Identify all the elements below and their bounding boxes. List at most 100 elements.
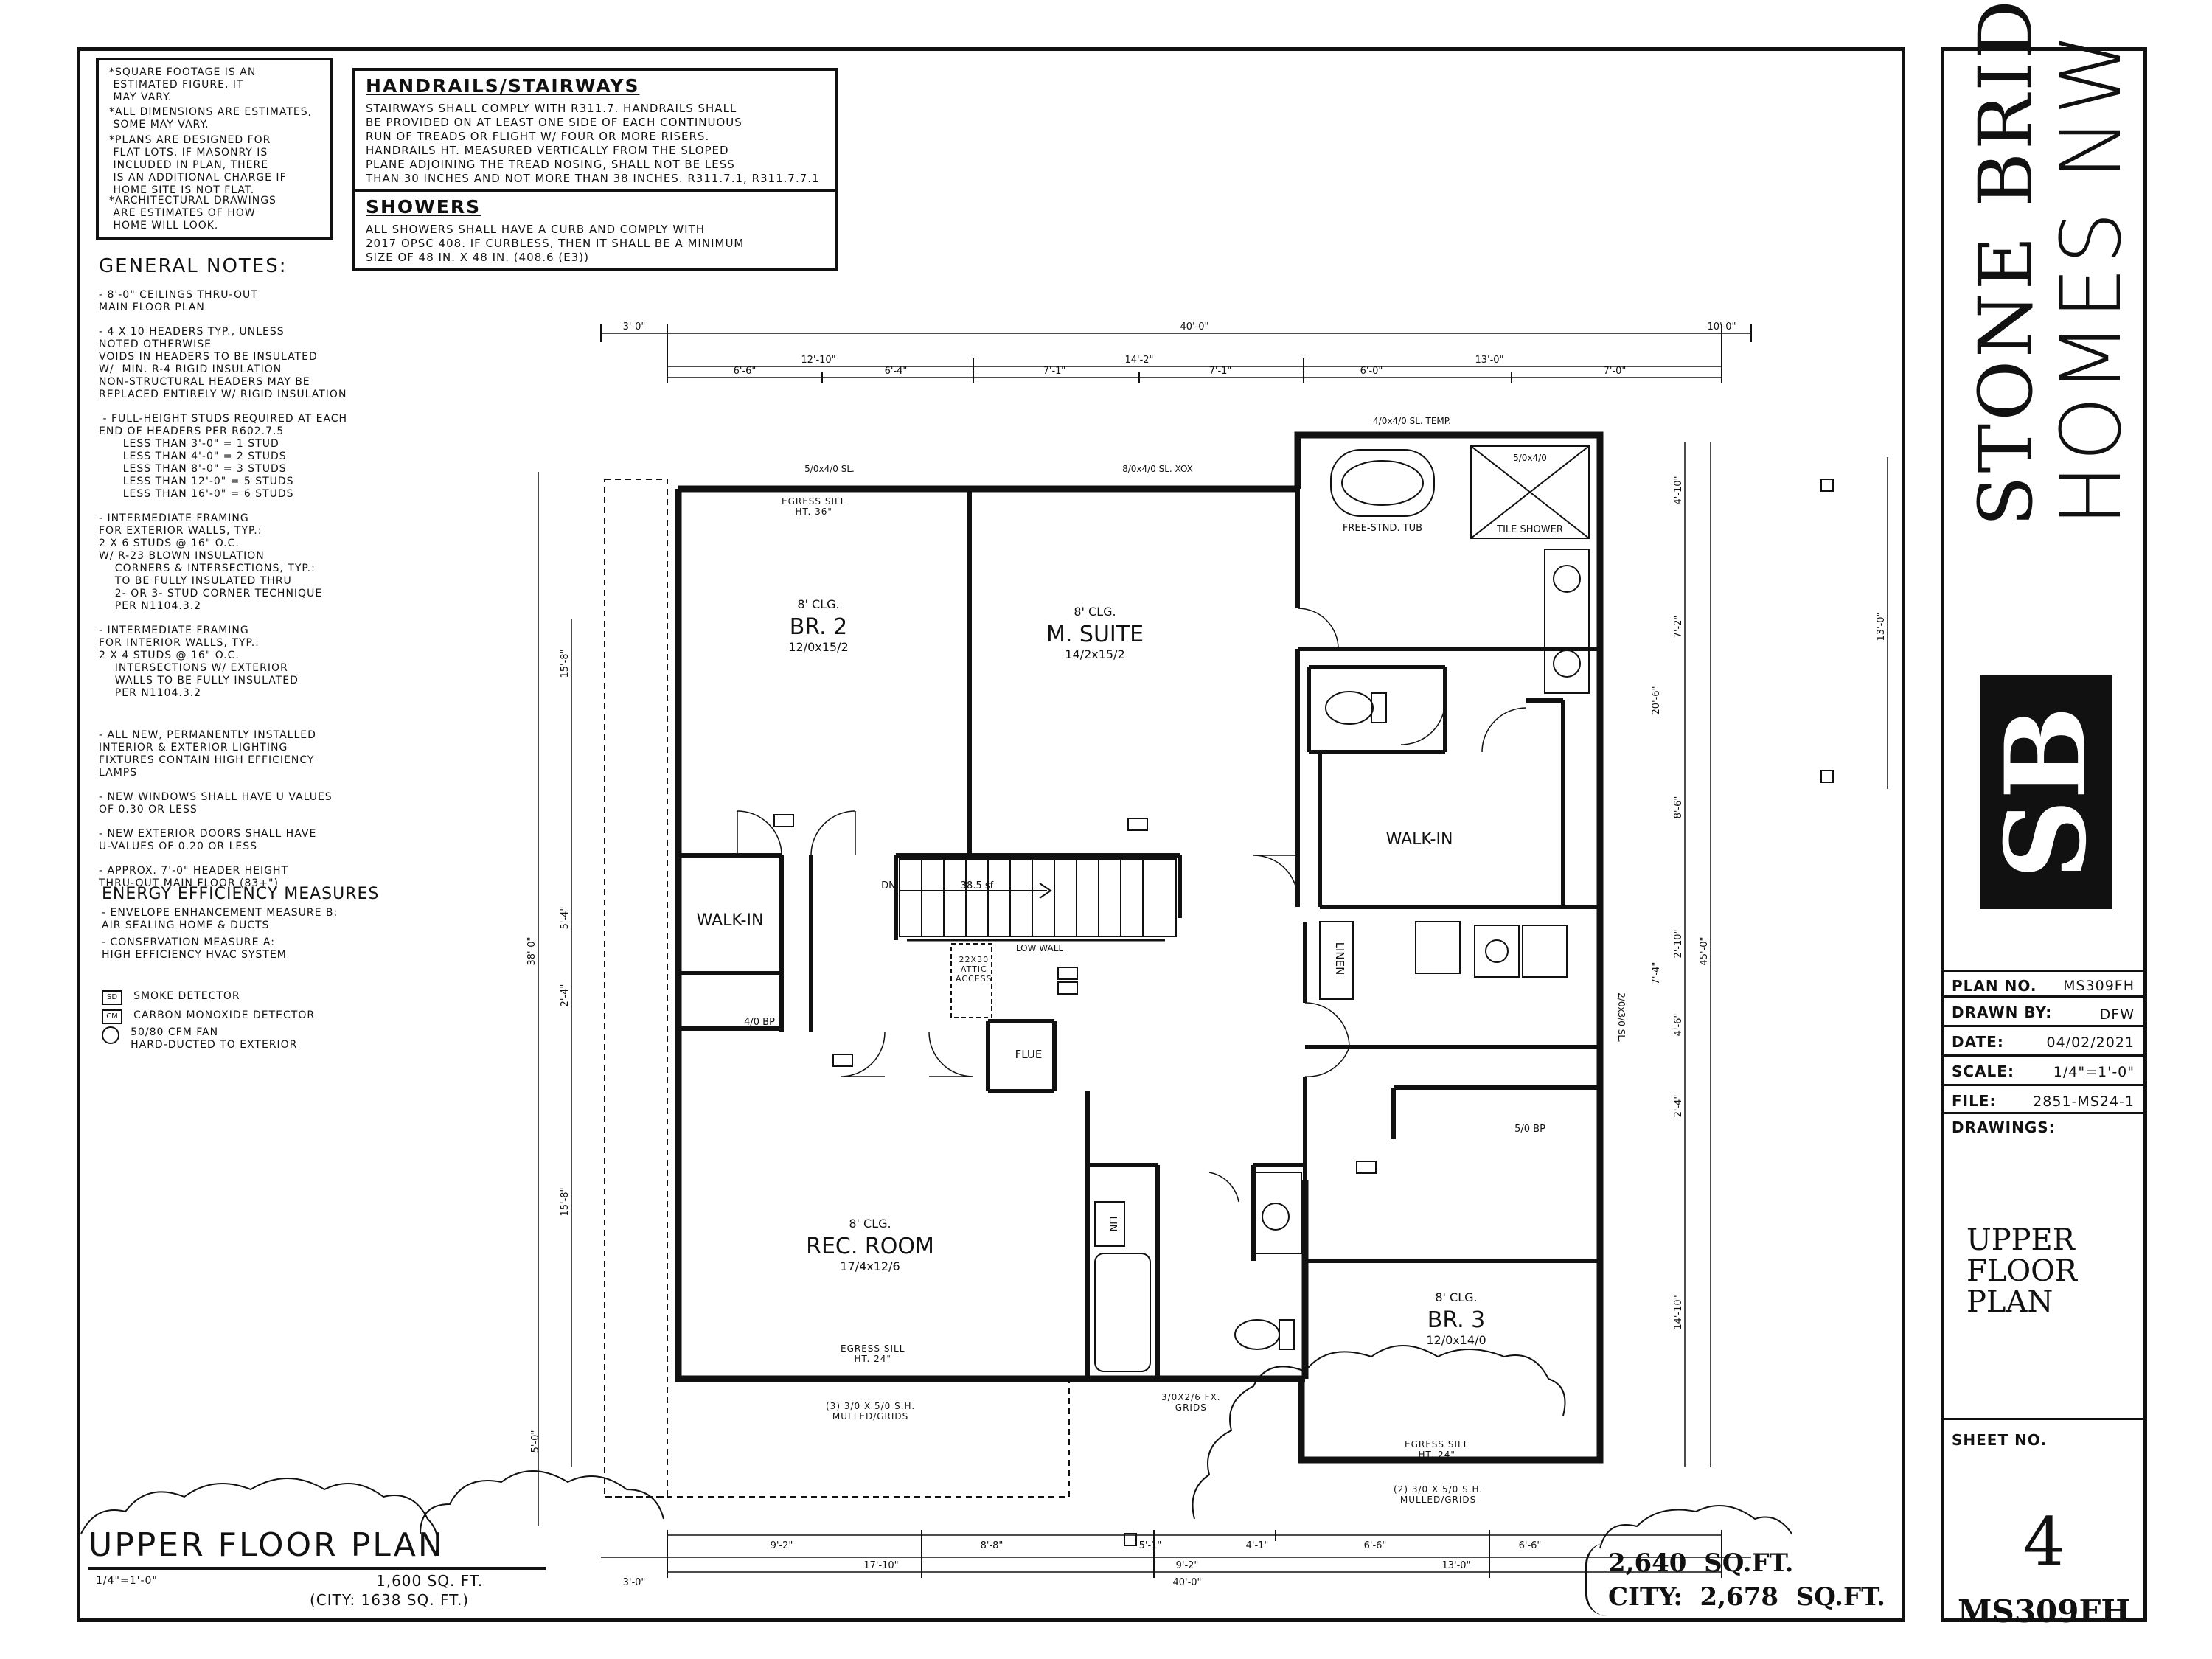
dim-right-part: 2'-10": [1673, 929, 1684, 958]
dim-left-part: 5'-0": [530, 1430, 541, 1453]
dim-top-row2: 12'-10": [801, 355, 835, 366]
washer: [1474, 925, 1520, 978]
linen-label: LINEN: [1333, 942, 1346, 975]
note-sqft: *SQUARE FOOTAGE IS AN ESTIMATED FIGURE, …: [109, 66, 257, 103]
general-note: - APPROX. 7'-0" HEADER HEIGHT THRU-OUT M…: [99, 865, 289, 889]
tb-file-value: 2851-MS24-1: [2033, 1093, 2135, 1110]
co-detector-icon: CM: [102, 1009, 122, 1024]
plan-title-block: UPPER FLOOR PLAN 1/4"=1'-0" 1,600 SQ. FT…: [88, 1526, 546, 1609]
handrails-box: HANDRAILS/STAIRWAYS STAIRWAYS SHALL COMP…: [352, 68, 838, 192]
general-note: - FULL-HEIGHT STUDS REQUIRED AT EACH END…: [99, 413, 348, 500]
lin-closet: [1094, 1201, 1125, 1247]
tb-sheet-number: 4: [2023, 1503, 2065, 1581]
showers-box: SHOWERS ALL SHOWERS SHALL HAVE A CURB AN…: [352, 189, 838, 271]
showers-text: ALL SHOWERS SHALL HAVE A CURB AND COMPLY…: [366, 223, 745, 264]
bathtub: [1330, 449, 1435, 517]
smoke-detector-icon: [832, 1054, 853, 1067]
dim-bot-left: 3'-0": [623, 1577, 646, 1588]
free-tub-label: FREE-STND. TUB: [1343, 523, 1422, 534]
dim-right-part: 2'-4": [1673, 1095, 1684, 1118]
low-wall-label: LOW WALL: [1016, 943, 1063, 953]
dim-left-total: 38'-0": [526, 936, 538, 965]
room-size: 12/0x15/2: [788, 640, 848, 654]
room-name: M. SUITE: [1046, 622, 1144, 647]
room-ceiling: 8' CLG.: [849, 1217, 891, 1231]
room-size: 14/2x15/2: [1065, 647, 1124, 661]
dim-bot-total: 40'-0": [1172, 1577, 1201, 1588]
hall-bath-vanity: [1253, 1172, 1302, 1254]
porch-outline: [604, 479, 668, 1498]
landscape-shrubs-right: [1599, 1505, 1792, 1549]
plan-title: UPPER FLOOR PLAN: [88, 1526, 546, 1570]
toilet: [1325, 691, 1374, 725]
win-br3-label: (2) 3/0 X 5/0 S.H. MULLED/GRIDS: [1394, 1484, 1484, 1505]
general-note: - 8'-0" CEILINGS THRU-OUT MAIN FLOOR PLA…: [99, 289, 258, 313]
dim-right-part: 14'-10": [1673, 1295, 1684, 1329]
dim-bot-row2: 13'-0": [1441, 1560, 1470, 1571]
tb-drawing-title: UPPER FLOOR PLAN: [1966, 1223, 2078, 1319]
exterior-wall: [1294, 431, 1604, 1464]
bp1: 4/0 BP: [744, 1017, 775, 1028]
tb-sheet-plan: MS309FH: [1958, 1593, 2130, 1630]
tb-plan-label: PLAN No.: [1952, 977, 2037, 995]
room-name: REC. ROOM: [806, 1234, 934, 1259]
showers-title: SHOWERS: [366, 196, 481, 218]
dim-right-part: 8'-6": [1673, 796, 1684, 819]
room-ceiling: 8' CLG.: [1435, 1290, 1477, 1304]
dim-bot-row1: 6'-6": [1364, 1540, 1387, 1551]
dim-bot-row1: 8'-8": [981, 1540, 1004, 1551]
landscape-shrubs-mid: [1192, 1345, 1566, 1520]
plan-city-sqft: (CITY: 1638 SQ. FT.): [310, 1591, 470, 1609]
vanity: [1544, 549, 1590, 694]
smoke-detector-icon: [773, 814, 794, 827]
totals-box: 2,640 SQ.FT. CITY: 2,678 SQ.FT.: [1585, 1543, 1905, 1616]
win-rec-label: (3) 3/0 X 5/0 S.H. MULLED/GRIDS: [826, 1401, 916, 1422]
top-left-notes-box: *SQUARE FOOTAGE IS AN ESTIMATED FIGURE, …: [96, 58, 333, 240]
dim-top-row3: 6'-4": [885, 366, 908, 377]
tile-shower-label: TILE SHOWER: [1496, 524, 1563, 535]
tb-drawn-label: DRAWN BY:: [1952, 1004, 2053, 1021]
tb-drawings-label: DRAWINGS:: [1952, 1119, 2056, 1136]
note-flat-lots: *PLANS ARE DESIGNED FOR FLAT LOTS. IF MA…: [109, 134, 287, 196]
bathtub-basin: [1341, 460, 1424, 506]
hall-toilet: [1234, 1319, 1280, 1350]
handrails-text: STAIRWAYS SHALL COMPLY WITH R311.7. HAND…: [366, 102, 820, 185]
win-suite: 8/0x4/0 SL. XOX: [1122, 464, 1193, 474]
total-city-sqft: CITY: 2,678 SQ.FT.: [1608, 1582, 1885, 1612]
note-arch-drawings: *ARCHITECTURAL DRAWINGS ARE ESTIMATES OF…: [109, 195, 276, 232]
tb-plan-row: PLAN No. MS309FH: [1944, 973, 2143, 998]
tb-plan-value: MS309FH: [2063, 978, 2135, 994]
door-swings: [737, 608, 1527, 1203]
dryer: [1522, 925, 1568, 978]
attic-access: [950, 943, 992, 1018]
kitchenette-counter: [1415, 921, 1461, 974]
bp2: 5/0 BP: [1514, 1124, 1545, 1135]
room-ceiling: 8' CLG.: [797, 597, 839, 611]
handrails-title: HANDRAILS/STAIRWAYS: [366, 75, 640, 97]
corner-marker: [1820, 770, 1834, 783]
dim-top-row2: 14'-2": [1124, 355, 1153, 366]
dim-left-part: 15'-8": [560, 649, 571, 678]
smoke-detector-icon: [1356, 1161, 1377, 1174]
smoke-detector-icon: [1057, 967, 1078, 980]
walkin-left-label: WALK-IN: [697, 911, 764, 930]
egress-rec-label: EGRESS SILL HT. 24": [841, 1343, 905, 1364]
energy-title: ENERGY EFFICIENCY MEASURES: [102, 885, 380, 903]
dim-right-outer: 20'-6": [1651, 686, 1662, 714]
shower: [1470, 445, 1590, 539]
dim-right-part: 4'-10": [1673, 476, 1684, 504]
company-line2: HOMES NW: [2044, 30, 2140, 526]
tb-date-value: 04/02/2021: [2046, 1034, 2135, 1051]
total-sqft: 2,640 SQ.FT.: [1608, 1548, 1794, 1578]
title-block: STONE BRIDGE HOMES NW SB PLAN No. MS309F…: [1941, 0, 2147, 1630]
landscape-shrubs-rec: [420, 1470, 664, 1534]
tb-scale-value: 1/4"=1'-0": [2053, 1064, 2135, 1080]
dim-top-row3: 7'-1": [1043, 366, 1066, 377]
tb-date-label: DATE:: [1952, 1033, 2004, 1051]
tb-sheet-area: SHEET No. 4 MS309FH: [1944, 1422, 2143, 1630]
dim-top-row3: 7'-1": [1209, 366, 1232, 377]
smoke-detector-icon: SD: [102, 990, 122, 1005]
corner-marker: [1820, 479, 1834, 492]
dim-right-total: 45'-0": [1699, 936, 1710, 965]
dim-top-right: 10'-0": [1707, 321, 1736, 333]
